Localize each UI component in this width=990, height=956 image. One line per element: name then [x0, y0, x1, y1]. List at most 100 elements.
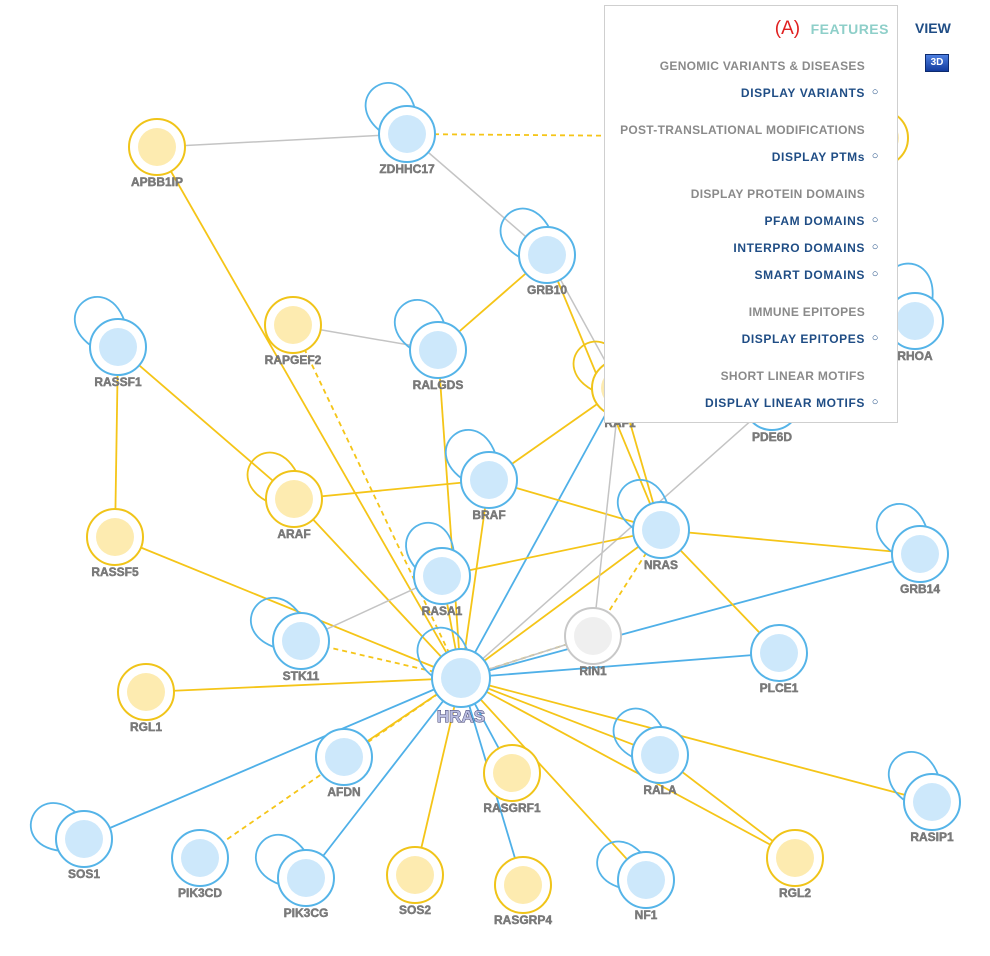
- node-rasa1[interactable]: RASA1: [413, 547, 471, 618]
- node-label: NF1: [635, 908, 658, 922]
- radio-icon[interactable]: ○: [871, 332, 879, 344]
- radio-icon[interactable]: ○: [871, 150, 879, 162]
- self-loop-grb14: [875, 502, 929, 557]
- node-core[interactable]: [528, 236, 566, 274]
- node-core[interactable]: [901, 535, 939, 573]
- radio-icon[interactable]: ○: [871, 268, 879, 280]
- node-label: RASA1: [422, 604, 463, 618]
- node-rasip1[interactable]: RASIP1: [903, 773, 961, 844]
- node-pik3cg[interactable]: PIK3CG: [277, 849, 335, 920]
- self-loop-pik3cg: [254, 833, 309, 887]
- node-rala[interactable]: RALA: [631, 726, 689, 797]
- node-hras[interactable]: HRAS: [431, 648, 491, 726]
- edge-hras-raf1: [460, 387, 621, 679]
- self-loop-araf: [246, 451, 300, 505]
- node-core[interactable]: [441, 658, 481, 698]
- edge-hras-sos1: [83, 677, 462, 840]
- node-label: SOS1: [68, 867, 100, 881]
- self-loop-rassf1: [73, 295, 127, 350]
- node-afdn[interactable]: AFDN: [315, 728, 373, 799]
- node-core[interactable]: [423, 557, 461, 595]
- node-label: AFDN: [327, 785, 360, 799]
- node-nras[interactable]: NRAS: [632, 501, 690, 572]
- node-label: RAPGEF2: [265, 353, 322, 367]
- edge-rassf1-araf: [117, 346, 295, 500]
- view-3d-button[interactable]: 3D: [925, 54, 949, 72]
- node-core[interactable]: [325, 738, 363, 776]
- node-label: RASGRF1: [483, 801, 541, 815]
- node-core[interactable]: [65, 820, 103, 858]
- display-linear-motifs-option[interactable]: DISPLAY LINEAR MOTIFS○: [705, 396, 879, 410]
- node-core[interactable]: [396, 856, 434, 894]
- node-core[interactable]: [388, 115, 426, 153]
- node-label: SOS2: [399, 903, 431, 917]
- node-rasgrp4[interactable]: RASGRP4: [494, 856, 553, 927]
- node-core[interactable]: [138, 128, 176, 166]
- node-label: APBB1IP: [131, 175, 183, 189]
- node-grb10[interactable]: GRB10: [518, 226, 576, 297]
- node-core[interactable]: [641, 736, 679, 774]
- node-sos2[interactable]: SOS2: [386, 846, 444, 917]
- radio-icon[interactable]: ○: [871, 214, 879, 226]
- self-loop-nf1: [596, 840, 647, 891]
- radio-icon[interactable]: ○: [871, 396, 879, 408]
- node-rgl1[interactable]: RGL1: [117, 663, 175, 734]
- radio-icon[interactable]: ○: [871, 241, 879, 253]
- node-core[interactable]: [274, 306, 312, 344]
- pfam-domains-option[interactable]: PFAM DOMAINS○: [764, 214, 879, 228]
- node-core[interactable]: [574, 617, 612, 655]
- node-zdhhc17[interactable]: ZDHHC17: [378, 105, 436, 176]
- node-core[interactable]: [419, 331, 457, 369]
- node-rgl2[interactable]: RGL2: [766, 829, 824, 900]
- node-nf1[interactable]: NF1: [617, 851, 675, 922]
- edge-hras-nf1: [460, 677, 647, 881]
- edge-nras-grb14: [660, 529, 921, 555]
- node-label: PIK3CD: [178, 886, 222, 900]
- display-variants-option[interactable]: DISPLAY VARIANTS○: [740, 86, 879, 100]
- node-core[interactable]: [275, 480, 313, 518]
- node-label: RGL1: [130, 720, 162, 734]
- node-core[interactable]: [760, 634, 798, 672]
- smart-domains-option[interactable]: SMART DOMAINS○: [754, 268, 879, 282]
- display-epitopes-option[interactable]: DISPLAY EPITOPES○: [741, 332, 879, 346]
- node-stk11[interactable]: STK11: [272, 612, 330, 683]
- node-core[interactable]: [470, 461, 508, 499]
- node-pik3cd[interactable]: PIK3CD: [171, 829, 229, 900]
- node-rasgrf1[interactable]: RASGRF1: [483, 744, 541, 815]
- node-rhoa[interactable]: RHOA: [886, 292, 944, 363]
- section-protein-domains: DISPLAY PROTEIN DOMAINS: [690, 187, 865, 201]
- node-braf[interactable]: BRAF: [460, 451, 518, 522]
- features-title[interactable]: FEATURES: [810, 21, 889, 37]
- node-core[interactable]: [96, 518, 134, 556]
- node-core[interactable]: [642, 511, 680, 549]
- node-ralgds[interactable]: RALGDS: [409, 321, 467, 392]
- node-core[interactable]: [627, 861, 665, 899]
- node-core[interactable]: [127, 673, 165, 711]
- node-plce1[interactable]: PLCE1: [750, 624, 808, 695]
- edge-nras-rasa1: [441, 529, 662, 577]
- node-rassf5[interactable]: RASSF5: [86, 508, 144, 579]
- node-grb14[interactable]: GRB14: [891, 525, 949, 596]
- node-rassf1[interactable]: RASSF1: [89, 318, 147, 389]
- node-rin1[interactable]: RIN1: [564, 607, 622, 678]
- node-label: ZDHHC17: [379, 162, 435, 176]
- node-core[interactable]: [913, 783, 951, 821]
- node-rapgef2[interactable]: RAPGEF2: [264, 296, 322, 367]
- node-core[interactable]: [776, 839, 814, 877]
- node-sos1[interactable]: SOS1: [55, 810, 113, 881]
- node-apbb1ip[interactable]: APBB1IP: [128, 118, 186, 189]
- view-menu[interactable]: VIEW: [915, 20, 951, 36]
- node-core[interactable]: [504, 866, 542, 904]
- node-core[interactable]: [181, 839, 219, 877]
- node-core[interactable]: [282, 622, 320, 660]
- node-core[interactable]: [287, 859, 325, 897]
- edge-hras-sos2: [414, 677, 462, 876]
- interpro-domains-option[interactable]: INTERPRO DOMAINS○: [733, 241, 879, 255]
- node-core[interactable]: [99, 328, 137, 366]
- radio-icon[interactable]: ○: [871, 86, 879, 98]
- edge-hras-rgl2: [460, 677, 796, 859]
- node-core[interactable]: [493, 754, 531, 792]
- display-ptms-option[interactable]: DISPLAY PTMs○: [771, 150, 879, 164]
- node-core[interactable]: [896, 302, 934, 340]
- node-araf[interactable]: ARAF: [265, 470, 323, 541]
